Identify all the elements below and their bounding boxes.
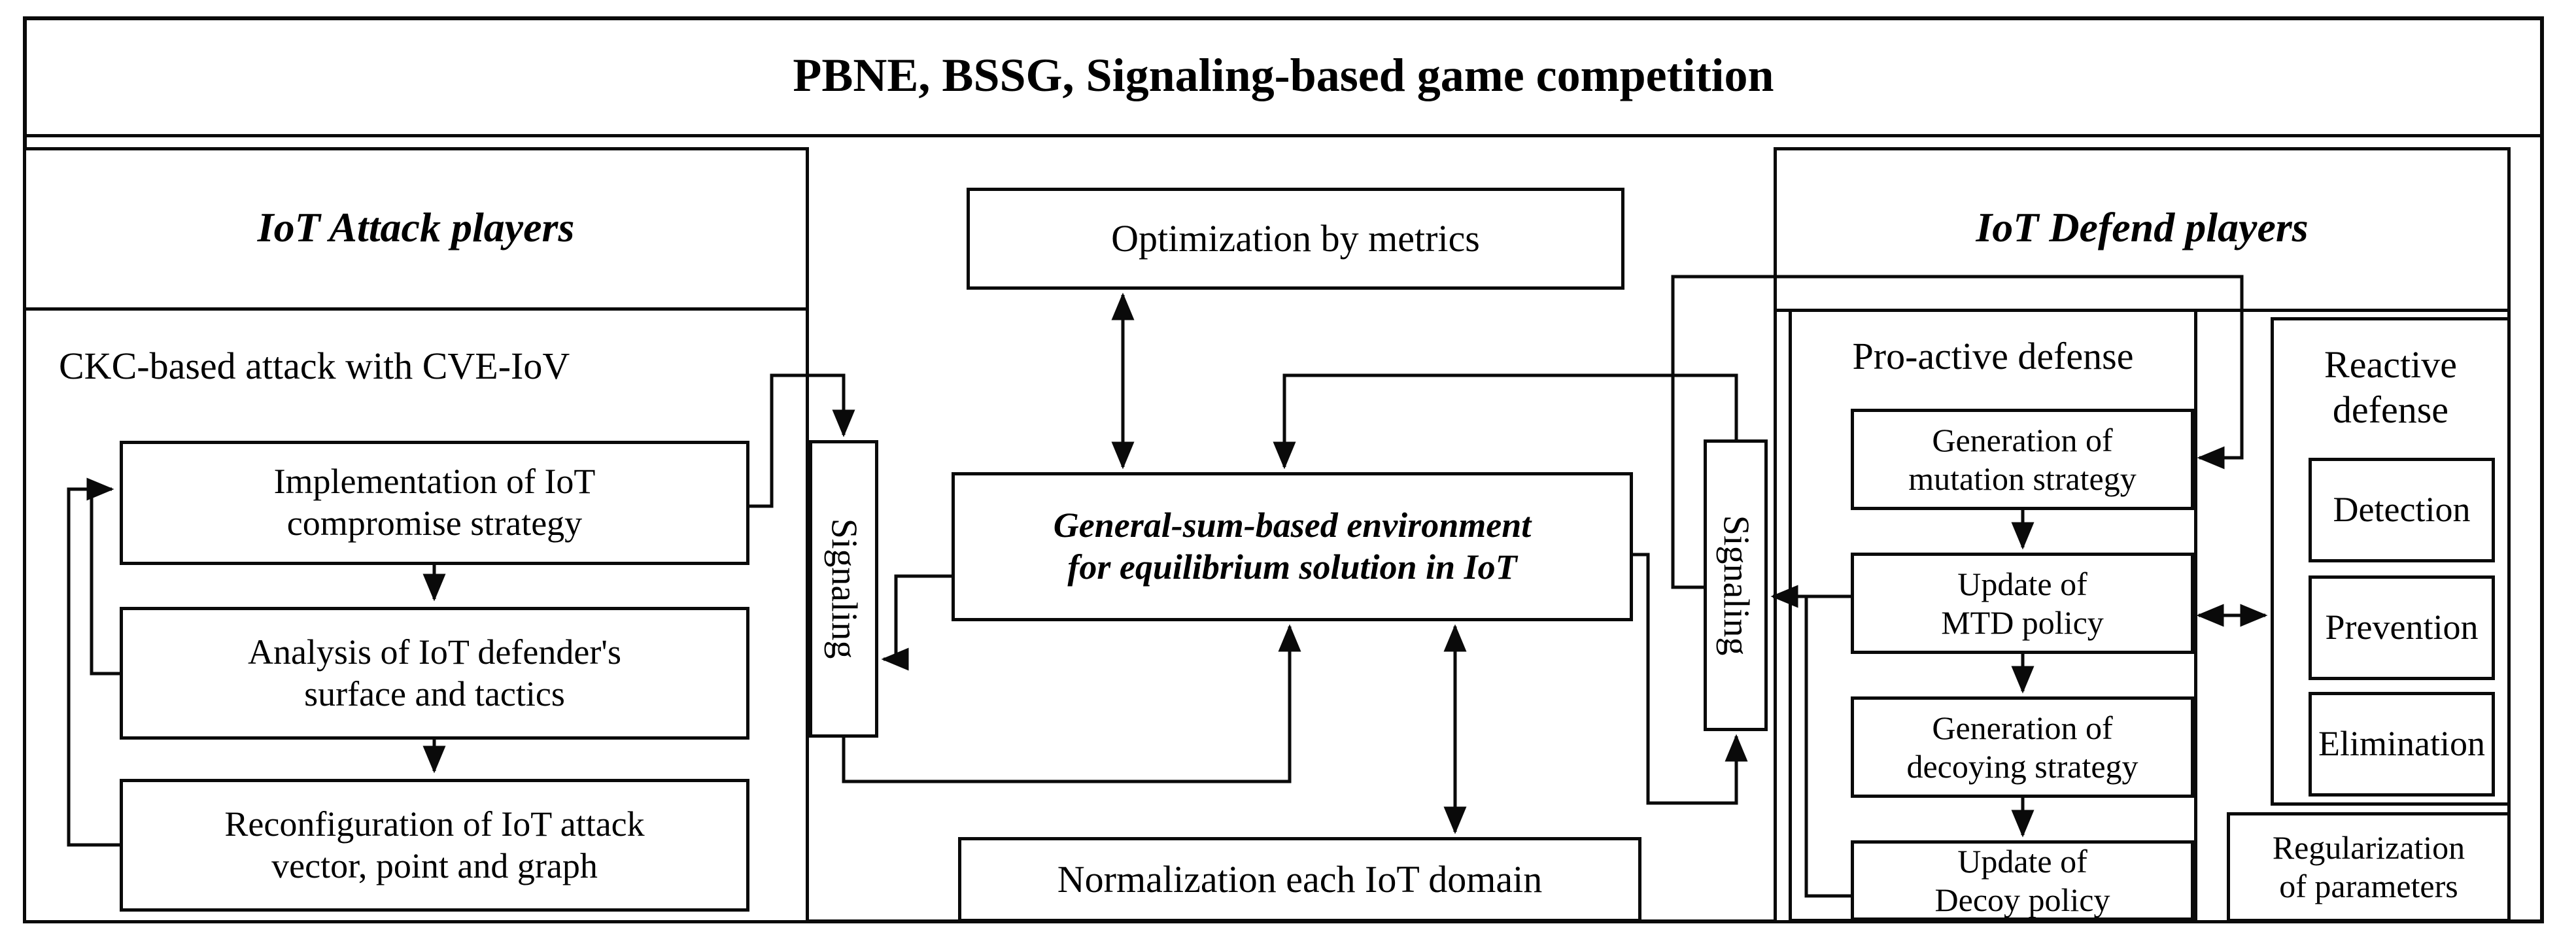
optimization-box: Optimization by metrics [967,188,1624,290]
signaling-left-box: Signaling [809,440,878,738]
defend-box-mutation: Generation of mutation strategy [1851,409,2194,510]
attack-header-divider [23,307,809,311]
reactive-defense-label: Reactive defense [2324,343,2457,431]
defend-header: IoT Defend players [1976,203,2309,250]
reactive-box-elimination: Elimination [2309,692,2495,797]
normalization-box: Normalization each IoT domain [958,837,1641,922]
signaling-left-label: Signaling [823,519,865,659]
regularization-box: Regularization of parameters [2227,812,2511,922]
attack-box-implementation: Implementation of IoT compromise strateg… [120,441,749,565]
defend-box-decoying: Generation of decoying strategy [1851,696,2194,798]
environment-box: General-sum-based environment for equili… [952,472,1633,621]
title-separator [23,134,2544,137]
proactive-defense-label: Pro-active defense [1852,334,2134,377]
signaling-right-box: Signaling [1704,439,1768,731]
signaling-right-label: Signaling [1715,515,1757,656]
attack-box-reconfiguration: Reconfiguration of IoT attack vector, po… [120,779,749,912]
defend-box-decoy-policy: Update of Decoy policy [1851,840,2194,921]
defend-box-mtd: Update of MTD policy [1851,553,2194,654]
diagram-title: PBNE, BSSG, Signaling-based game competi… [793,48,1774,101]
reactive-box-detection: Detection [2309,458,2495,562]
reactive-box-prevention: Prevention [2309,575,2495,680]
attack-box-analysis: Analysis of IoT defender's surface and t… [120,607,749,740]
attack-ckc-label: CKC-based attack with CVE-IoV [59,344,570,387]
attack-header: IoT Attack players [257,203,575,250]
